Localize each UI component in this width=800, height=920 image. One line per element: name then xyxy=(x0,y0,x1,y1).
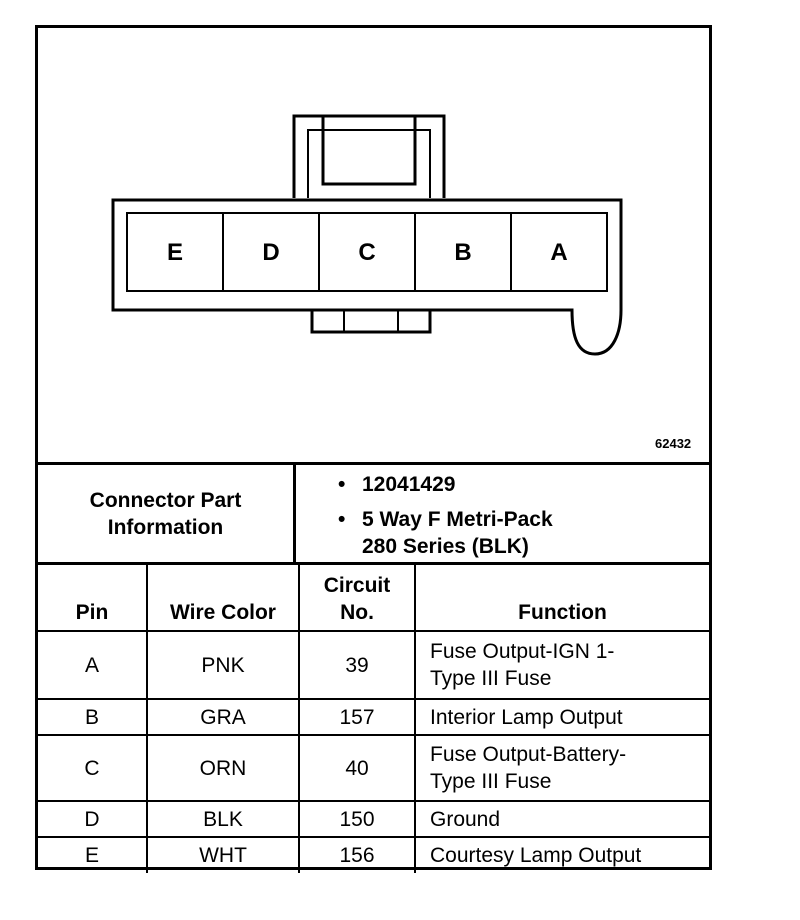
lock-tab-inner xyxy=(307,129,431,198)
bullet-icon: • xyxy=(338,473,346,496)
function-line1: Fuse Output-IGN 1- xyxy=(430,640,615,663)
info-label-line1: Connector Part xyxy=(89,488,242,512)
bottom-key xyxy=(310,310,432,334)
circuit-cell: 157 xyxy=(298,698,416,736)
header-circuit: Circuit No. xyxy=(298,565,416,632)
cavity-label-b: B xyxy=(454,239,471,266)
cavity-label-d: D xyxy=(262,239,279,266)
description-line2: 280 Series (BLK) xyxy=(362,535,529,558)
pin-cell: E xyxy=(38,836,148,873)
function-line1: Courtesy Lamp Output xyxy=(430,844,642,867)
header-circuit-line1: Circuit xyxy=(323,574,391,597)
wire-color-cell: GRA xyxy=(146,698,300,736)
pin-cell: B xyxy=(38,698,148,736)
connector-body xyxy=(111,198,623,356)
header-wire-color: Wire Color xyxy=(146,565,300,632)
function-cell: Fuse Output-Battery- Type III Fuse xyxy=(414,734,709,802)
wire-color-cell: ORN xyxy=(146,734,300,802)
function-line2: Type III Fuse xyxy=(430,770,552,793)
connector-info-label: Connector Part Information xyxy=(38,465,296,562)
header-function: Function xyxy=(414,565,709,632)
lock-tab-outer xyxy=(292,114,446,198)
description-line1: 5 Way F Metri-Pack xyxy=(362,508,553,531)
cavity-strip xyxy=(126,212,608,292)
function-line1: Fuse Output-Battery- xyxy=(430,743,627,766)
header-circuit-line2: No. xyxy=(340,601,374,624)
pinout-table: Pin Wire Color Circuit No. Function A PN… xyxy=(38,565,709,873)
circuit-cell: 150 xyxy=(298,800,416,838)
function-line2: Type III Fuse xyxy=(430,667,552,690)
cavity-label-a: A xyxy=(550,239,567,266)
wire-color-cell: BLK xyxy=(146,800,300,838)
connector-diagram: E D C B A 62432 xyxy=(38,28,709,465)
table-row: B GRA 157 Interior Lamp Output xyxy=(38,698,709,736)
pin-cell: D xyxy=(38,800,148,838)
connector-part-info: Connector Part Information • 12041429 • … xyxy=(38,462,709,565)
function-line1: Interior Lamp Output xyxy=(430,705,623,729)
table-row: C ORN 40 Fuse Output-Battery- Type III F… xyxy=(38,734,709,802)
table-row: D BLK 150 Ground xyxy=(38,800,709,838)
connector-drawing: E D C B A xyxy=(111,114,623,356)
function-line1: Ground xyxy=(430,807,501,831)
pin-cell: A xyxy=(38,630,148,700)
table-row: E WHT 156 Courtesy Lamp Output xyxy=(38,836,709,873)
cavity-label-c: C xyxy=(358,239,375,266)
bullet-icon: • xyxy=(338,508,346,531)
circuit-cell: 40 xyxy=(298,734,416,802)
connector-info-values: • 12041429 • 5 Way F Metri-Pack 280 Seri… xyxy=(296,465,709,562)
circuit-cell: 39 xyxy=(298,630,416,700)
connector-sheet: E D C B A 62432 Connector Part Informati… xyxy=(35,25,712,873)
pin-cell: C xyxy=(38,734,148,802)
part-number: 12041429 xyxy=(362,473,456,496)
wire-color-cell: PNK xyxy=(146,630,300,700)
function-cell: Courtesy Lamp Output xyxy=(414,836,709,873)
circuit-cell: 156 xyxy=(298,836,416,873)
cavity-label-e: E xyxy=(167,239,183,266)
header-pin: Pin xyxy=(38,565,148,632)
info-label-line2: Information xyxy=(107,515,224,539)
table-header-row: Pin Wire Color Circuit No. Function xyxy=(38,565,709,632)
figure-number: 62432 xyxy=(655,436,692,451)
table-row: A PNK 39 Fuse Output-IGN 1- Type III Fus… xyxy=(38,630,709,700)
function-cell: Fuse Output-IGN 1- Type III Fuse xyxy=(414,630,709,700)
function-cell: Ground xyxy=(414,800,709,838)
lock-latch xyxy=(321,114,417,186)
wire-color-cell: WHT xyxy=(146,836,300,873)
function-cell: Interior Lamp Output xyxy=(414,698,709,736)
